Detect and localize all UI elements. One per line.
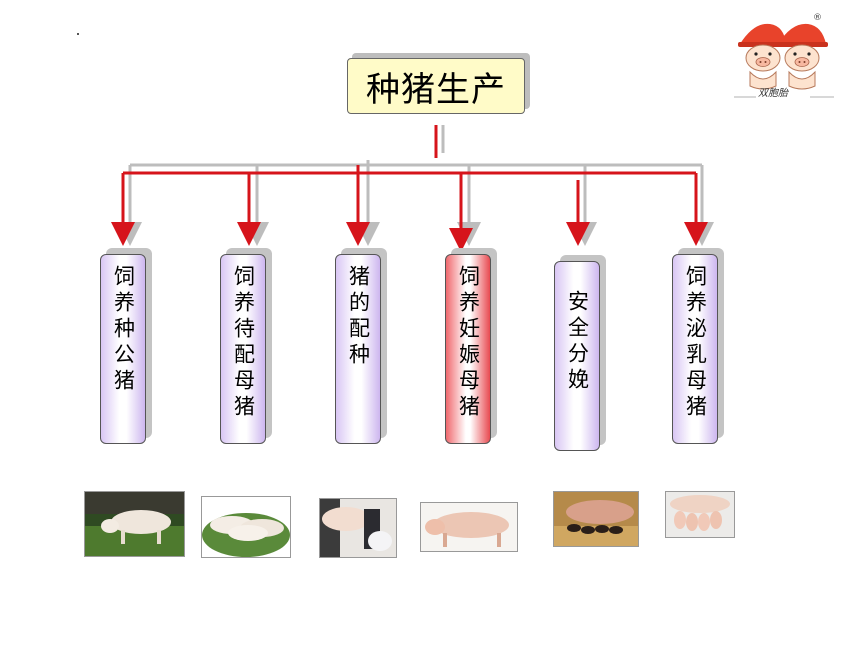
sows-group-photo [201,496,291,558]
twin-pigs-logo [734,23,834,98]
node-safe-farrowing: 安全分娩 [554,261,600,451]
nursing-sow-photo [665,491,735,538]
node-label: 猪的配种 [346,265,371,369]
right-pig-mascot [776,23,828,90]
boar-on-grass-photo [84,491,185,557]
logo-brand-text: 双胞胎 [758,88,788,99]
breeding-handling-photo [319,498,397,558]
node-label: 饲养待配母猪 [231,265,256,421]
node-pig-breeding: 猪的配种 [335,254,381,444]
farrowing-litter-photo [553,491,639,547]
root-title-box: 种猪生产 [347,58,525,114]
node-feed-lactating-sows: 饲养泌乳母猪 [672,254,718,444]
node-feed-pregnant-sows: 饲养妊娠母猪 [445,254,491,444]
node-label: 饲养妊娠母猪 [456,265,481,421]
node-label: 安全分娩 [565,290,590,394]
pregnant-sow-photo [420,502,518,552]
node-label: 饲养种公猪 [111,265,136,395]
node-label: 饲养泌乳母猪 [683,265,708,421]
node-feed-breeding-boar: 饲养种公猪 [100,254,146,444]
stray-dot [77,33,79,35]
left-pig-mascot [738,23,788,90]
registered-mark: ® [813,13,822,23]
node-feed-sows-awaiting-breeding: 饲养待配母猪 [220,254,266,444]
